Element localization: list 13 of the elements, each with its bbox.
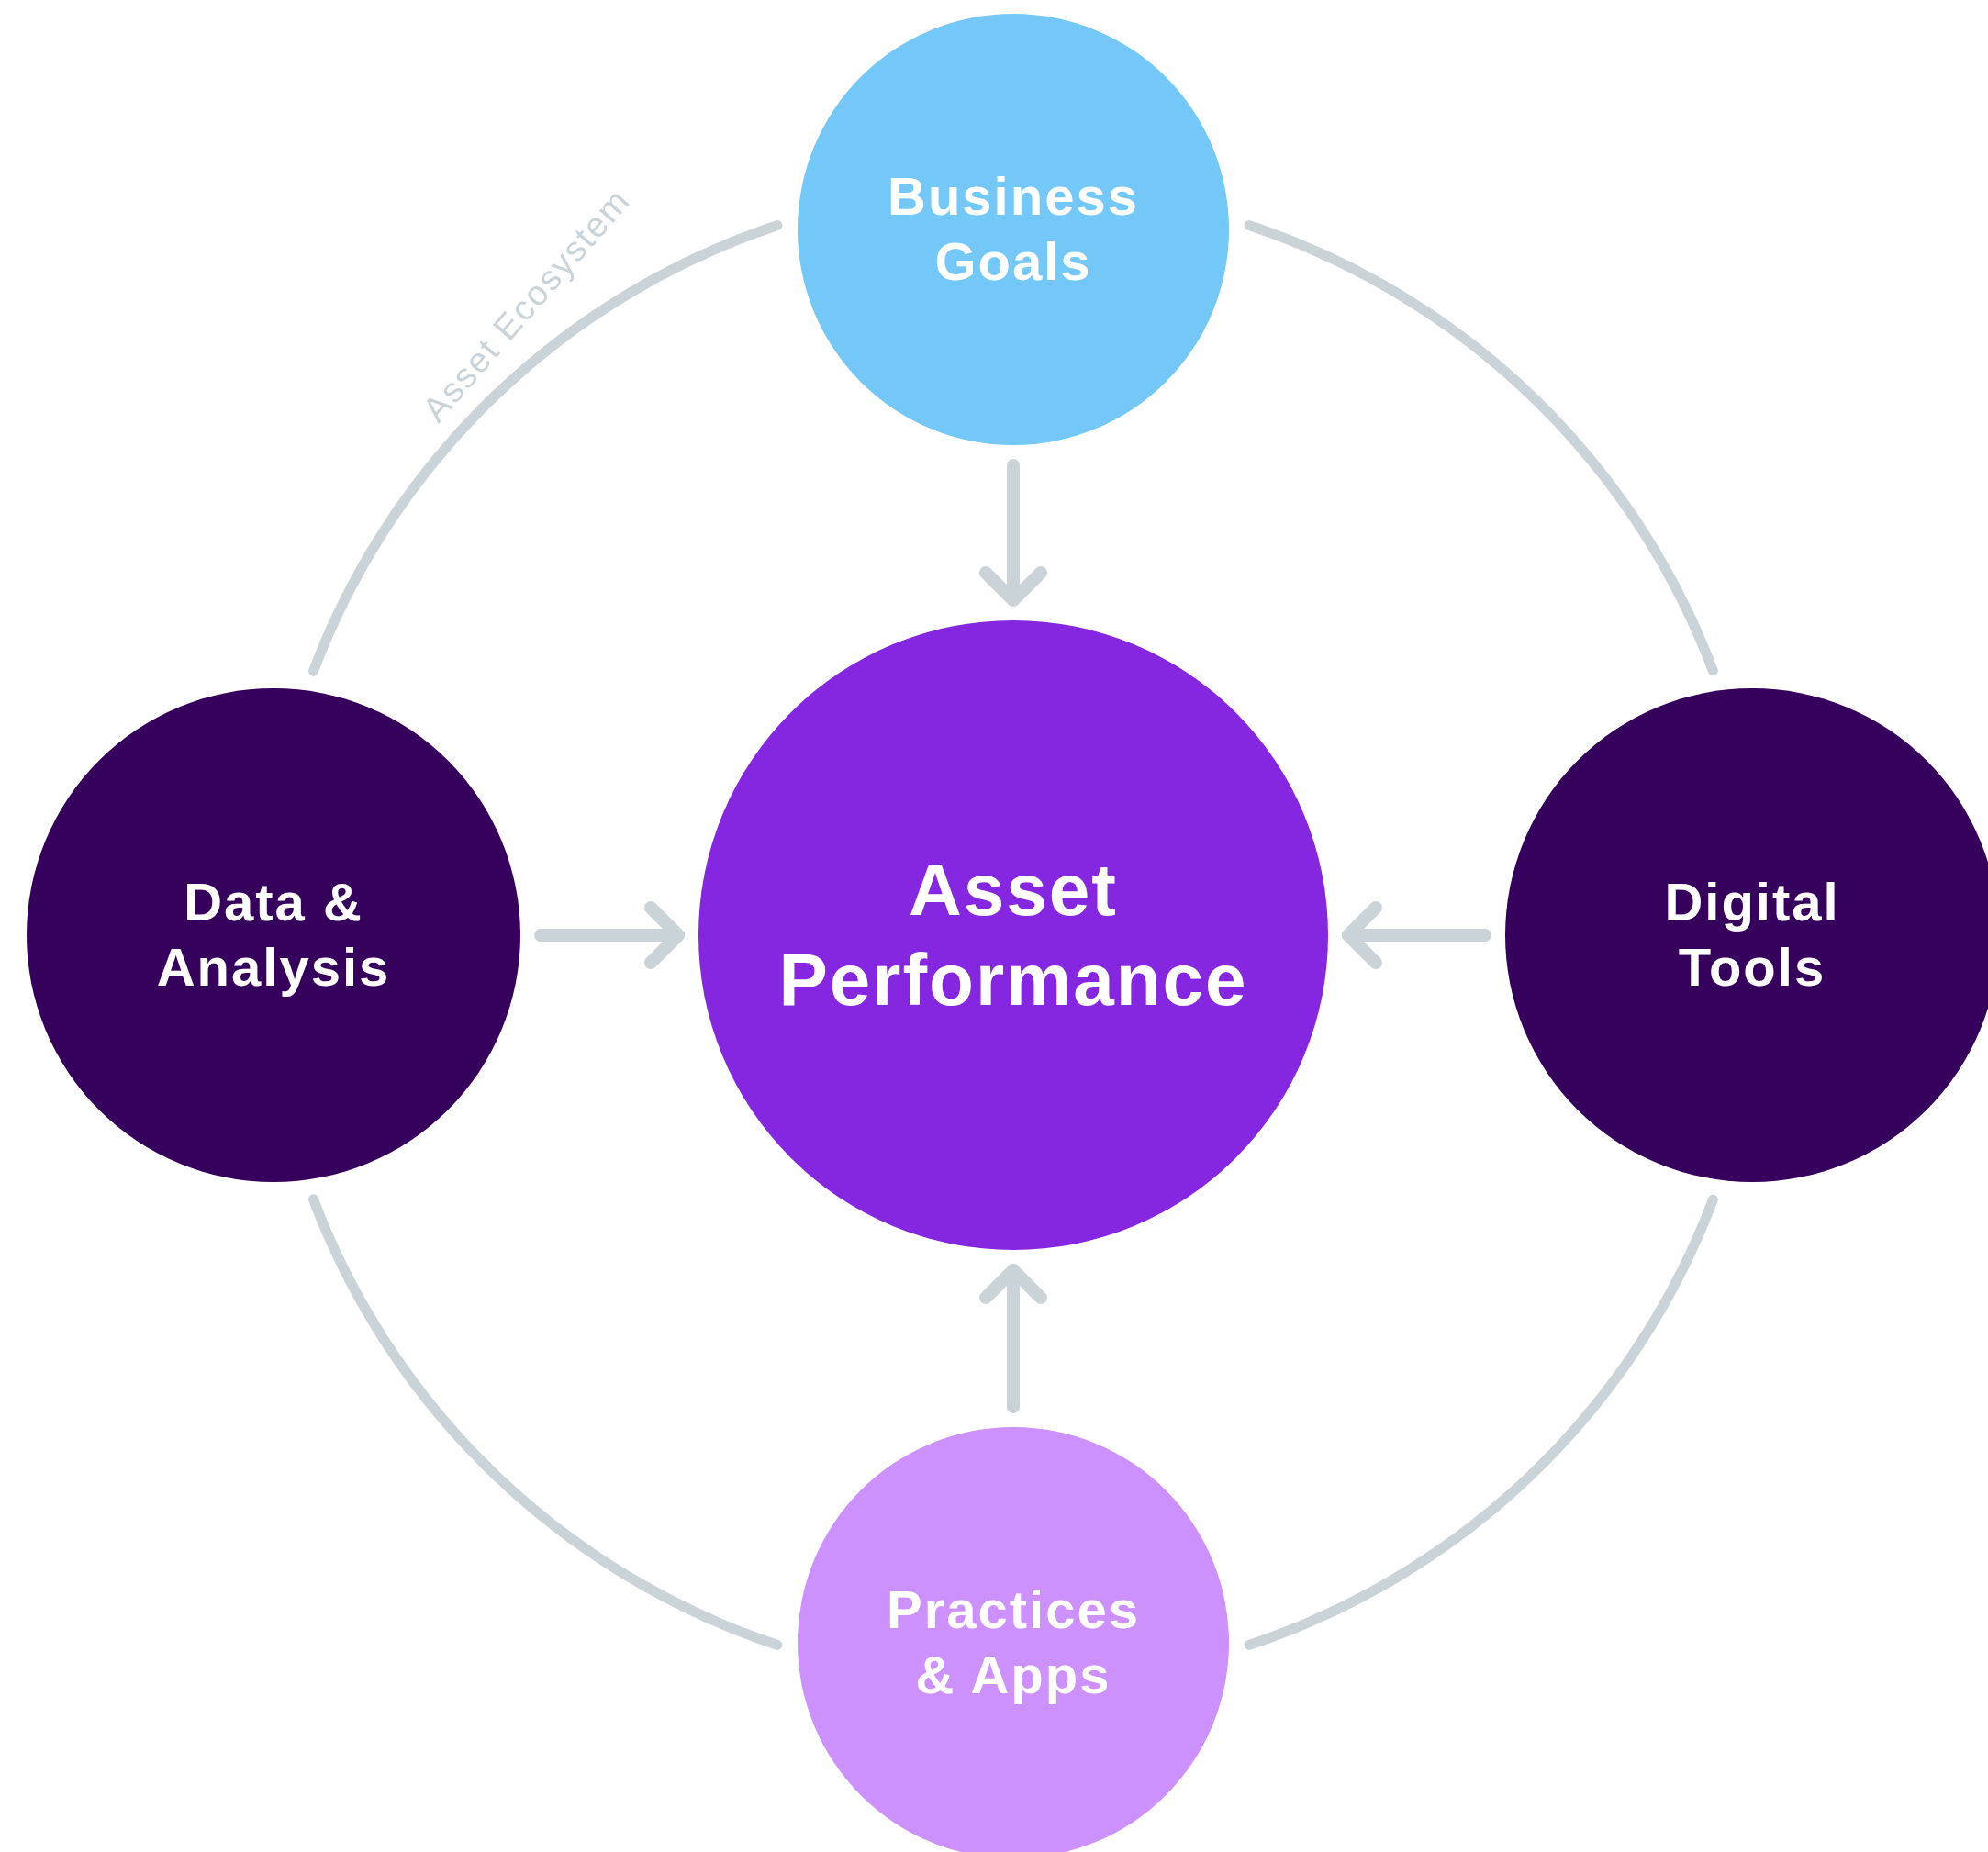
ring-arc [308,1194,783,1650]
ring-arc [1244,220,1718,676]
arrow [979,1264,1047,1413]
ring-arc [308,220,783,676]
arrow [534,901,685,969]
node-label: Digital Tools [1663,871,1841,999]
node-label: Data & Analysis [155,871,392,999]
arrow [1342,901,1491,969]
arrow [979,459,1047,607]
node-label: Asset Performance [777,848,1249,1022]
node-label: Practices & Apps [886,1579,1141,1706]
ring-arc [1244,1194,1718,1650]
node-label: Business Goals [887,165,1140,293]
